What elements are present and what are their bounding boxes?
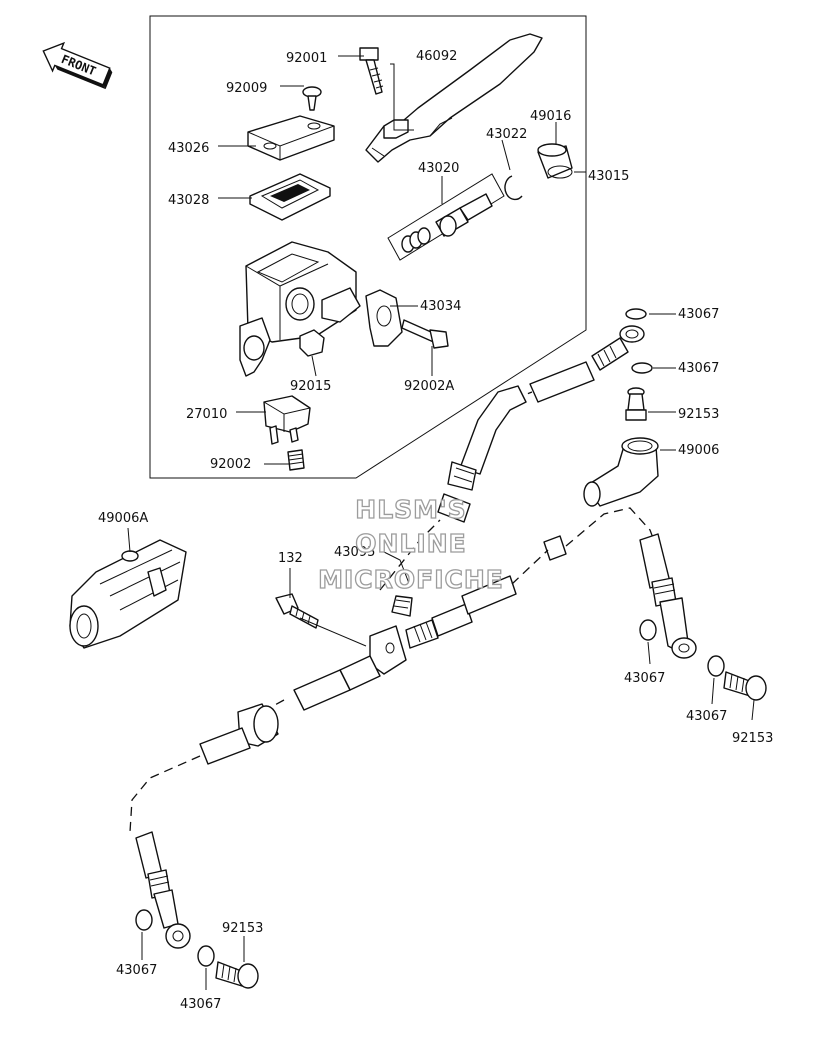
switch-screw-92002 — [287, 449, 305, 471]
label-92153-upper: 92153 — [678, 407, 719, 422]
brake-hose-left — [129, 655, 381, 949]
banjo-fitting-upper — [591, 325, 645, 371]
nut-92015 — [299, 329, 325, 357]
label-92002: 92002 — [210, 457, 251, 472]
pivot-bolt-92001 — [359, 47, 384, 95]
label-49006A: 49006A — [98, 511, 148, 526]
brake-hose-right — [405, 507, 697, 659]
label-46092: 46092 — [416, 49, 457, 64]
cover-screw-92009 — [302, 86, 322, 111]
clamp-bolt-92002A — [401, 319, 449, 349]
boot-49006 — [583, 437, 659, 507]
label-49006: 49006 — [678, 443, 719, 458]
leader-lines — [127, 55, 755, 990]
banjo-bolt-92153-upper — [625, 387, 647, 421]
banjo-bolt-92153-bottom — [215, 961, 259, 989]
hose-dash-left — [379, 519, 441, 591]
boot-49006A — [69, 539, 187, 649]
watermark-line-1: HLSM'S — [355, 495, 466, 524]
dust-boot-49016 — [537, 143, 573, 179]
washer-43067-upper — [625, 308, 647, 320]
label-43067-upper-b: 43067 — [678, 361, 719, 376]
label-92001: 92001 — [286, 51, 327, 66]
label-92009: 92009 — [226, 81, 267, 96]
watermark: HLSM'S ONLINE MICROFICHE — [317, 494, 504, 594]
label-43067-right-b: 43067 — [686, 709, 727, 724]
watermark-line-2: ONLINE — [355, 529, 466, 558]
label-43067-right-a: 43067 — [624, 671, 665, 686]
label-43026: 43026 — [168, 141, 209, 156]
front-arrow-icon: FRONT — [42, 41, 113, 90]
label-132: 132 — [278, 551, 303, 566]
washer-43067-right-b — [707, 655, 725, 677]
label-92015: 92015 — [290, 379, 331, 394]
label-49016: 49016 — [530, 109, 571, 124]
label-43020: 43020 — [418, 161, 459, 176]
label-92153-right: 92153 — [732, 731, 773, 746]
label-43095: 43095 — [334, 545, 375, 560]
washer-43067-lower — [631, 362, 653, 374]
watermark-line-3: MICROFICHE — [318, 565, 504, 594]
diaphragm-43028 — [249, 173, 331, 221]
brake-switch-27010 — [263, 395, 311, 445]
clamp-43034 — [365, 289, 403, 347]
label-43034: 43034 — [420, 299, 461, 314]
label-43067-bottom-b: 43067 — [180, 997, 221, 1012]
label-43022: 43022 — [486, 127, 527, 142]
reservoir-cap-43026 — [247, 115, 335, 161]
label-43015: 43015 — [588, 169, 629, 184]
label-92002A: 92002A — [404, 379, 454, 394]
label-43028: 43028 — [168, 193, 209, 208]
label-43067-bottom-a: 43067 — [116, 963, 157, 978]
master-cylinder-body — [239, 241, 361, 377]
piston-kit-43020 — [387, 173, 505, 261]
circlip-43022 — [504, 175, 523, 201]
washer-43067-bottom-a — [135, 909, 153, 931]
label-27010: 27010 — [186, 407, 227, 422]
label-92153-bottom: 92153 — [222, 921, 263, 936]
washer-43067-bottom-b — [197, 945, 215, 967]
assembly-frame — [149, 15, 587, 479]
label-43067-upper: 43067 — [678, 307, 719, 322]
washer-43067-right-a — [639, 619, 657, 641]
banjo-bolt-92153-right — [723, 671, 767, 701]
brake-hose-upper — [391, 361, 595, 617]
